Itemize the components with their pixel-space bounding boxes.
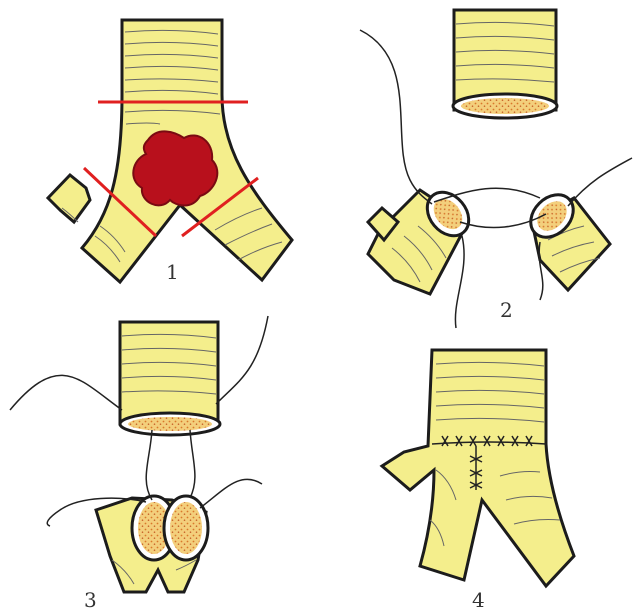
panel-4 (382, 350, 574, 586)
panel-label-1: 1 (166, 262, 179, 282)
panel-label-2: 2 (500, 300, 513, 320)
panel-2 (360, 10, 632, 328)
trachea-proximal-3 (120, 322, 218, 424)
panel-3 (10, 316, 268, 592)
side-bronchus-left (48, 175, 90, 222)
panel-label-4: 4 (472, 590, 485, 610)
panel-1 (48, 20, 292, 282)
reconstructed-airway (382, 350, 574, 586)
panel-label-3: 3 (84, 590, 97, 610)
tumor-mass (133, 131, 217, 205)
